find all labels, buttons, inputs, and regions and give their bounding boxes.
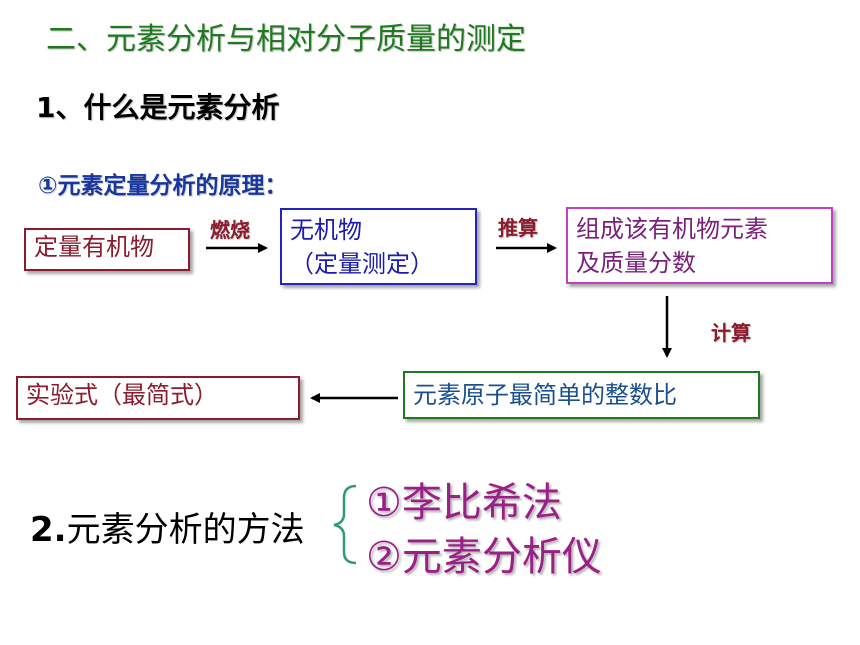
section2-number: 2.	[30, 510, 67, 550]
brace-icon	[333, 484, 357, 565]
method-item: ②元素分析仪	[366, 534, 602, 580]
box-quantitative-organic: 定量有机物	[24, 228, 190, 271]
box-inorganic: 无机物 （定量测定）	[280, 208, 477, 285]
section1-heading: 1、什么是元素分析	[36, 91, 280, 124]
box-inorganic-line2: （定量测定）	[290, 250, 434, 278]
box-composition: 组成该有机物元素 及质量分数	[566, 207, 833, 284]
box-empirical-formula: 实验式（最简式）	[16, 376, 300, 420]
section2-text: 元素分析的方法	[66, 510, 305, 550]
box-inorganic-line1: 无机物	[290, 216, 362, 244]
section2-label: 2.元素分析的方法	[30, 502, 305, 551]
method-item: ①李比希法	[366, 480, 562, 526]
box-composition-line2: 及质量分数	[576, 249, 696, 277]
arrow-label-infer: 推算	[498, 216, 538, 240]
box-organic-text: 定量有机物	[34, 233, 154, 261]
page-title: 二、元素分析与相对分子质量的测定	[46, 22, 526, 57]
box-empirical-text: 实验式（最简式）	[26, 381, 218, 409]
box-atom-ratio: 元素原子最简单的整数比	[403, 371, 760, 419]
arrow-label-burn: 燃烧	[210, 218, 250, 242]
box-ratio-text: 元素原子最简单的整数比	[413, 381, 677, 409]
principle-label: ①元素定量分析的原理：	[38, 173, 288, 199]
box-composition-line1: 组成该有机物元素	[576, 215, 768, 243]
arrow-label-calc: 计算	[711, 321, 751, 345]
